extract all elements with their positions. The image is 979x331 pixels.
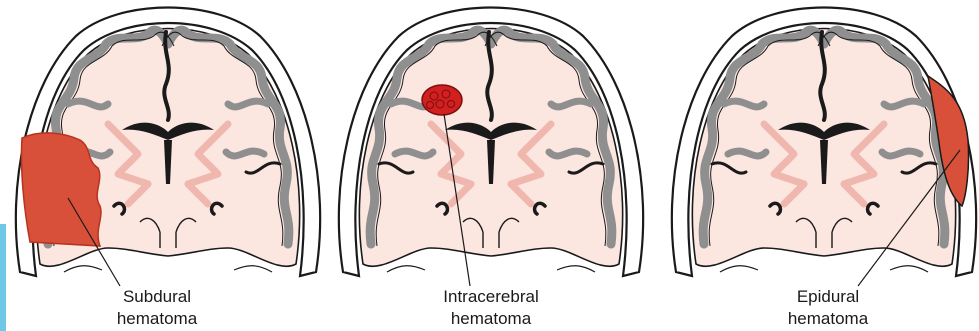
- intracerebral-clot: [422, 85, 462, 115]
- subdural-hematoma-label: Subdural hematoma: [82, 286, 232, 330]
- intracerebral-brain-section: [339, 8, 643, 277]
- intracerebral-hematoma-label: Intracerebral hematoma: [416, 286, 566, 330]
- epidural-hematoma-label: Epidural hematoma: [753, 286, 903, 330]
- epidural-brain-section: [672, 8, 976, 277]
